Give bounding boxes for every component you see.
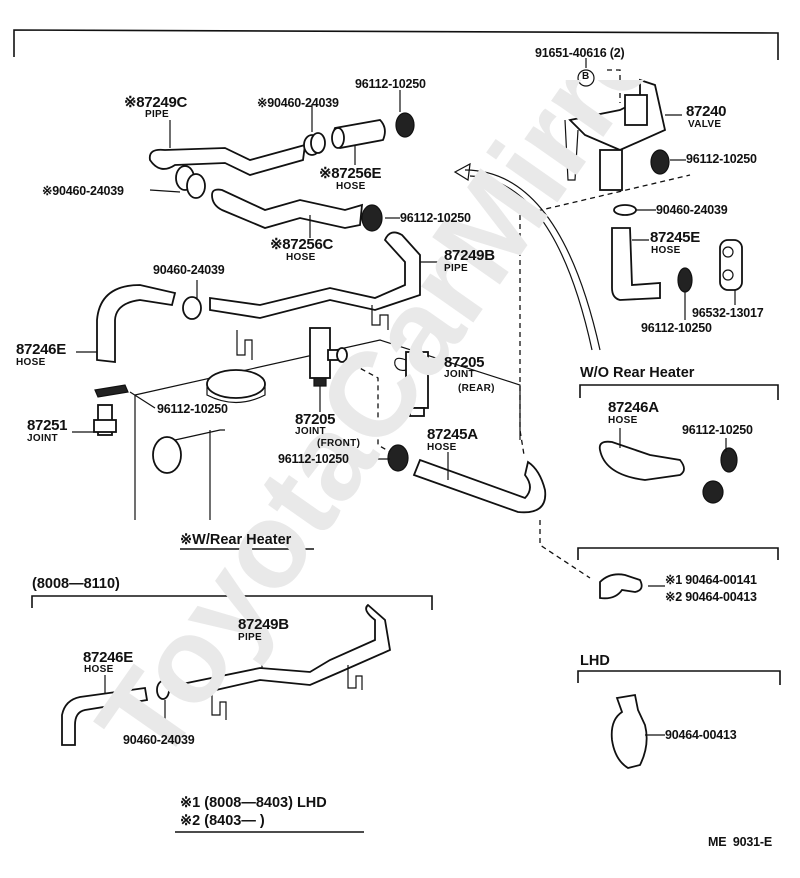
footnote-2: ※2 (8403— )	[180, 813, 265, 829]
part-label-96532[interactable]: 96532-13017	[692, 306, 764, 320]
engine-outline	[134, 339, 521, 520]
clamp-96112-d-drawing	[387, 444, 409, 472]
clamp-96112-f-drawing	[677, 267, 693, 293]
part-name-87205-front: JOINT	[295, 426, 326, 437]
clamp-90460-d-drawing	[613, 204, 637, 216]
part-label-87246e-variant[interactable]: 87246E	[83, 649, 133, 666]
part-label-90460-b[interactable]: ※90460-24039	[42, 184, 124, 198]
part-number: ※87249C	[124, 94, 188, 111]
main-group-bracket	[13, 29, 779, 60]
leader-lines	[72, 58, 736, 736]
part-label-87246a[interactable]: 87246A	[608, 399, 659, 416]
clamp-90460-variant-drawing	[156, 680, 170, 700]
part-name-87240: VALVE	[688, 119, 722, 130]
figure-code: ME 9031-E	[708, 835, 773, 849]
part-label-96112-c[interactable]: 96112-10250	[157, 402, 228, 416]
joint-87205-rear-drawing	[394, 351, 429, 417]
part-name-87246a: HOSE	[608, 415, 638, 426]
pipe-87249c-drawing	[148, 120, 307, 176]
part-label-87256c[interactable]: ※87256C	[270, 236, 334, 253]
section-title-8008-8110: (8008—8110)	[32, 576, 120, 592]
part-label-96112-d[interactable]: 96112-10250	[278, 452, 349, 466]
pipe-brackets-variant	[211, 665, 363, 720]
lhd-bracket	[577, 670, 781, 685]
part-name-87249c: PIPE	[145, 109, 169, 120]
section-label-w-rear-heater: ※W/Rear Heater	[180, 532, 292, 548]
hose-87245a-drawing	[412, 458, 547, 514]
part-label-96112-wo[interactable]: 96112-10250	[682, 423, 753, 437]
part-name-87246e-variant: HOSE	[84, 664, 114, 675]
part-label-90460-d[interactable]: 90460-24039	[656, 203, 728, 217]
part-name-87249b-variant: PIPE	[238, 632, 262, 643]
part-label-90464-lhd[interactable]: 90464-00413	[665, 728, 737, 742]
footnote-1: ※1 (8008—8403) LHD	[180, 795, 327, 811]
part-label-87249b-variant[interactable]: 87249B	[238, 616, 289, 633]
dashed-leaders	[344, 69, 691, 579]
part-name-87205-rear: JOINT	[444, 369, 475, 380]
pipe-87249b-variant-drawing	[180, 603, 392, 699]
hose-87246a-drawing	[598, 440, 685, 481]
part-label-87256e[interactable]: ※87256E	[319, 165, 382, 182]
valve-87240-drawing	[564, 69, 670, 191]
hose-87245e-drawing	[611, 227, 661, 301]
part-note-87205-rear: (REAR)	[458, 383, 495, 394]
hose-87256c-drawing	[211, 188, 364, 229]
part-label-96112-b[interactable]: 96112-10250	[400, 211, 471, 225]
joint-87251-drawing	[93, 384, 129, 436]
part-label-90460-variant[interactable]: 90460-24039	[123, 733, 195, 747]
variant-8008-8110-bracket	[31, 595, 433, 610]
part-label-87205-front[interactable]: 87205	[295, 411, 336, 428]
hose-87246e-variant-drawing	[61, 686, 149, 746]
part-label-96112-a[interactable]: 96112-10250	[355, 77, 426, 91]
part-name-87245e: HOSE	[651, 245, 681, 256]
clamp-96112-wo-drawing	[720, 447, 738, 473]
part-label-96112-e[interactable]: 96112-10250	[686, 152, 757, 166]
part-label-87245a[interactable]: 87245A	[427, 426, 478, 443]
part-label-87205-rear[interactable]: 87205	[444, 354, 485, 371]
clamp-variant-1[interactable]: ※1 90464-00141	[665, 573, 757, 587]
clamp-90464-drawing	[599, 573, 643, 600]
clamp-90460-c-drawing	[182, 296, 202, 320]
grommet-96532-drawing	[719, 239, 743, 291]
part-label-87249b[interactable]: 87249B	[444, 247, 495, 264]
part-label-91651[interactable]: 91651-40616 (2)	[535, 46, 625, 60]
clamp-variant-2[interactable]: ※2 90464-00413	[665, 590, 757, 604]
part-label-87246e[interactable]: 87246E	[16, 341, 66, 358]
pipe-87249b-drawing	[209, 231, 421, 319]
part-name-87251: JOINT	[27, 433, 58, 444]
pipe-brackets	[236, 305, 389, 360]
section-title-wo-rear-heater: W/O Rear Heater	[580, 365, 695, 381]
clamp-90464-lhd-drawing	[610, 693, 648, 769]
part-label-87240[interactable]: 87240	[686, 103, 727, 120]
part-label-87245e[interactable]: 87245E	[650, 229, 700, 246]
joint-87205-front-drawing	[309, 327, 348, 412]
part-name-87246e: HOSE	[16, 357, 46, 368]
part-label-90460-c[interactable]: 90460-24039	[153, 263, 225, 277]
part-name-87256e: HOSE	[336, 181, 366, 192]
section-title-lhd: LHD	[580, 653, 610, 669]
clamp-96112-wo-2-drawing	[702, 480, 724, 504]
part-name-87245a: HOSE	[427, 442, 457, 453]
part-name-87249b: PIPE	[444, 263, 468, 274]
bolt-marker-icon[interactable]: B	[582, 71, 590, 82]
part-label-87251[interactable]: 87251	[27, 417, 68, 434]
hose-87256e-drawing	[331, 119, 386, 149]
part-label-90460-a[interactable]: ※90460-24039	[257, 96, 339, 110]
flow-arrow	[453, 162, 601, 351]
part-label-96112-f[interactable]: 96112-10250	[641, 321, 712, 335]
clamp-drawing	[175, 132, 326, 199]
part-label-87249c[interactable]: ※87249C	[124, 95, 187, 110]
clamp-variants-bracket	[577, 547, 779, 560]
clamp-96112-drawing	[361, 112, 415, 232]
part-name-87256c: HOSE	[286, 252, 316, 263]
wo-rear-heater-bracket	[579, 384, 779, 400]
part-note-87205-front: (FRONT)	[317, 438, 361, 449]
hose-87246e-drawing	[96, 284, 177, 364]
